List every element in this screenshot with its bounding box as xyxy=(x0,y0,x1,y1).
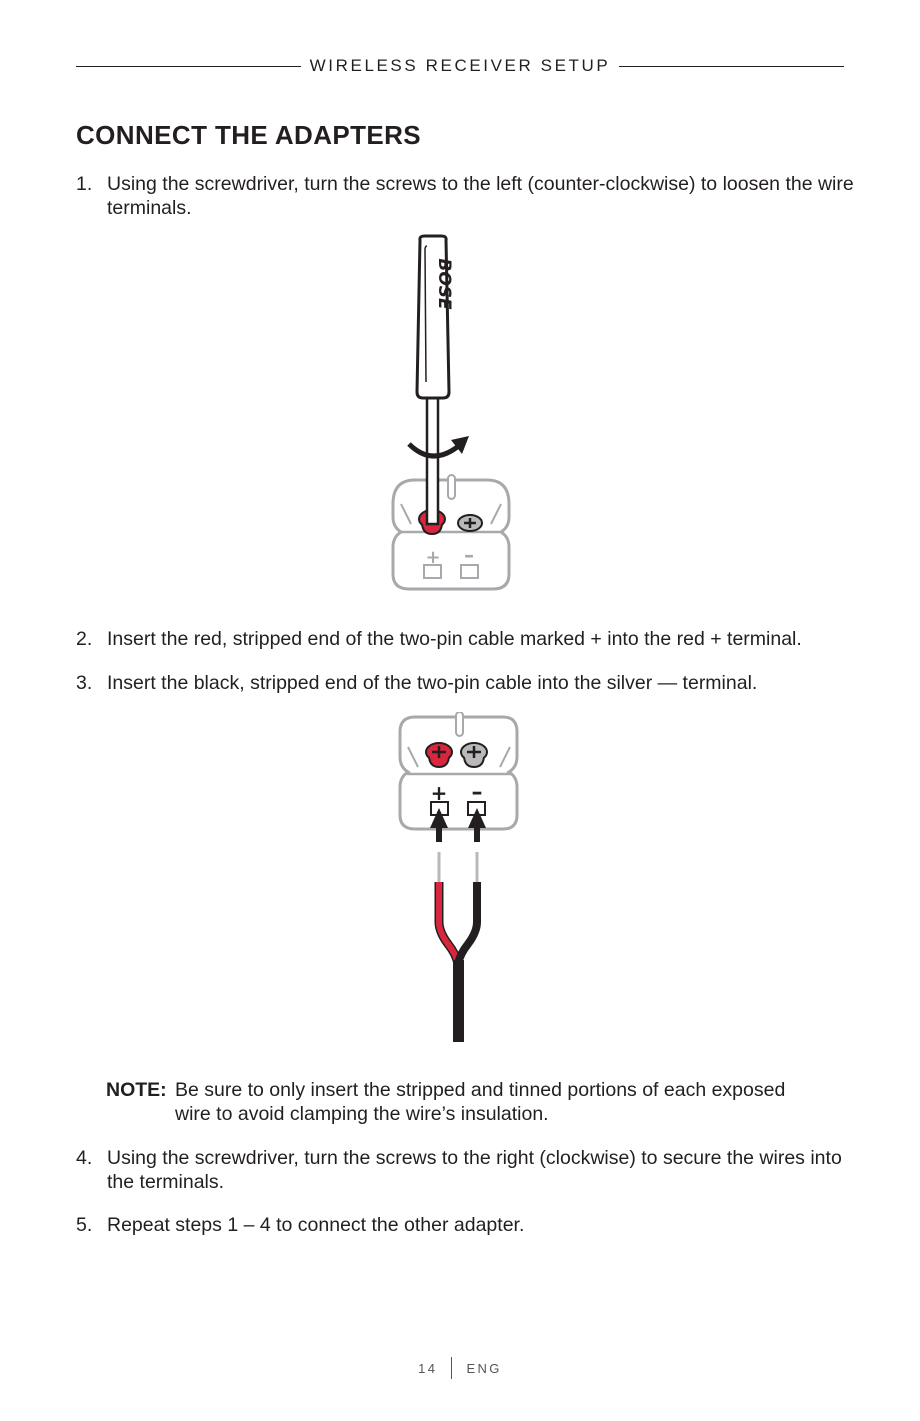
note: NOTE: Be sure to only insert the strippe… xyxy=(106,1079,826,1126)
step-4: 4. Using the screwdriver, turn the screw… xyxy=(76,1147,856,1194)
red-screw-icon xyxy=(425,742,453,769)
step-text: Using the screwdriver, turn the screws t… xyxy=(107,173,854,219)
plus-label: + xyxy=(425,547,440,568)
page-footer: 14 ENG xyxy=(0,1356,920,1380)
bose-logo: BOSE xyxy=(434,258,454,310)
silver-screw-icon xyxy=(460,742,488,769)
minus-label: – xyxy=(464,543,474,567)
step-text: Insert the red, stripped end of the two-… xyxy=(107,628,802,650)
step-text: Using the screwdriver, turn the screws t… xyxy=(107,1147,842,1193)
cable-jacket xyxy=(453,960,464,1042)
step-number: 3. xyxy=(76,672,93,694)
plus-terminal-hole xyxy=(423,564,442,579)
step-number: 5. xyxy=(76,1214,93,1236)
insert-arrow-icon xyxy=(430,808,448,842)
adapter-notches xyxy=(407,746,511,768)
note-text: Be sure to only insert the stripped and … xyxy=(175,1079,786,1125)
header-rule-right xyxy=(619,65,845,67)
plus-label: + xyxy=(431,781,448,805)
section-header: WIRELESS RECEIVER SETUP xyxy=(76,54,845,78)
adapter-slot xyxy=(455,712,464,737)
silver-screw-icon xyxy=(457,514,483,532)
adapter-outline xyxy=(391,478,511,591)
screwdriver-illustration: + – BOSE xyxy=(391,234,511,591)
language-code: ENG xyxy=(466,1360,502,1376)
page-title: CONNECT THE ADAPTERS xyxy=(76,120,422,150)
adapter-notches xyxy=(400,503,502,525)
footer-separator xyxy=(451,1357,453,1379)
counter-clockwise-arrow-icon xyxy=(407,436,469,459)
step-2: 2. Insert the red, stripped end of the t… xyxy=(76,628,856,652)
step-number: 1. xyxy=(76,173,93,195)
section-title: WIRELESS RECEIVER SETUP xyxy=(309,56,611,75)
wire-insertion-illustration: + – xyxy=(398,712,519,1042)
step-number: 4. xyxy=(76,1147,93,1169)
insert-arrow-icon xyxy=(468,808,486,842)
step-1: 1. Using the screwdriver, turn the screw… xyxy=(76,173,856,220)
header-rule-left xyxy=(76,65,301,67)
step-text: Repeat steps 1 – 4 to connect the other … xyxy=(107,1214,525,1236)
minus-label: – xyxy=(472,780,483,805)
step-3: 3. Insert the black, stripped end of the… xyxy=(76,672,856,696)
adapter-slot xyxy=(447,474,456,500)
page-number: 14 xyxy=(418,1360,438,1376)
step-number: 2. xyxy=(76,628,93,650)
black-wire xyxy=(454,882,481,965)
step-5: 5. Repeat steps 1 – 4 to connect the oth… xyxy=(76,1214,856,1238)
step-text: Insert the black, stripped end of the tw… xyxy=(107,672,758,694)
handle-highlight xyxy=(424,245,428,383)
minus-terminal-hole xyxy=(460,564,479,579)
note-label: NOTE: xyxy=(106,1079,167,1101)
